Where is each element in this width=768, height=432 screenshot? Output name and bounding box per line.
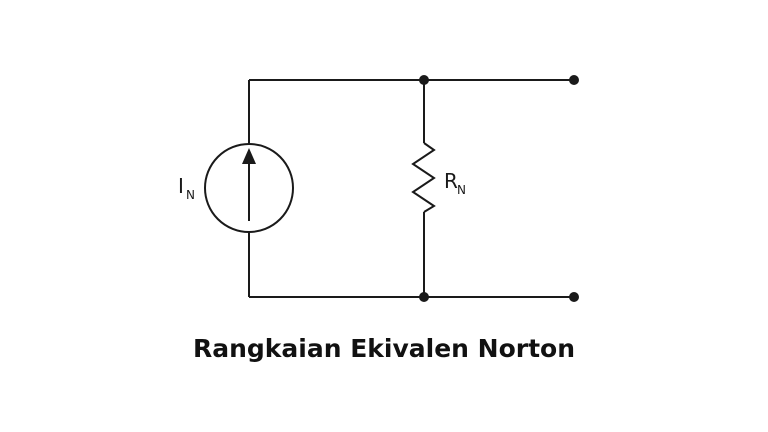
terminal-bottom: [569, 292, 579, 302]
junction-top: [419, 75, 429, 85]
diagram-caption: Rangkaian Ekivalen Norton: [192, 334, 576, 363]
terminal-top: [569, 75, 579, 85]
current-source-symbol: [204, 143, 294, 233]
source-label-main: I: [178, 174, 184, 198]
resistor-label-sub: N: [457, 183, 466, 197]
resistor-label: R N: [444, 169, 466, 197]
resistor-label-main: R: [444, 169, 458, 193]
resistor-symbol: [411, 142, 436, 213]
norton-circuit-diagram: I N R N: [178, 75, 579, 302]
source-label: I N: [178, 174, 195, 202]
source-label-sub: N: [186, 188, 195, 202]
junction-bottom: [419, 292, 429, 302]
